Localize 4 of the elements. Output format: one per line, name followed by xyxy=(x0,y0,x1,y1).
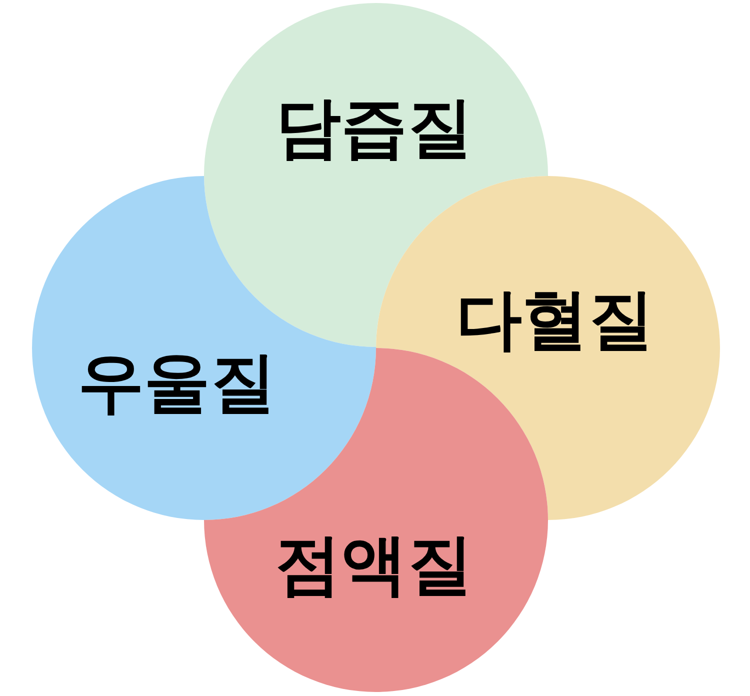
circle-label: 담즙질 xyxy=(275,95,473,161)
circle-label: 우울질 xyxy=(78,350,276,416)
circle-label: 다혈질 xyxy=(456,287,654,353)
circle-label: 점액질 xyxy=(275,532,473,598)
